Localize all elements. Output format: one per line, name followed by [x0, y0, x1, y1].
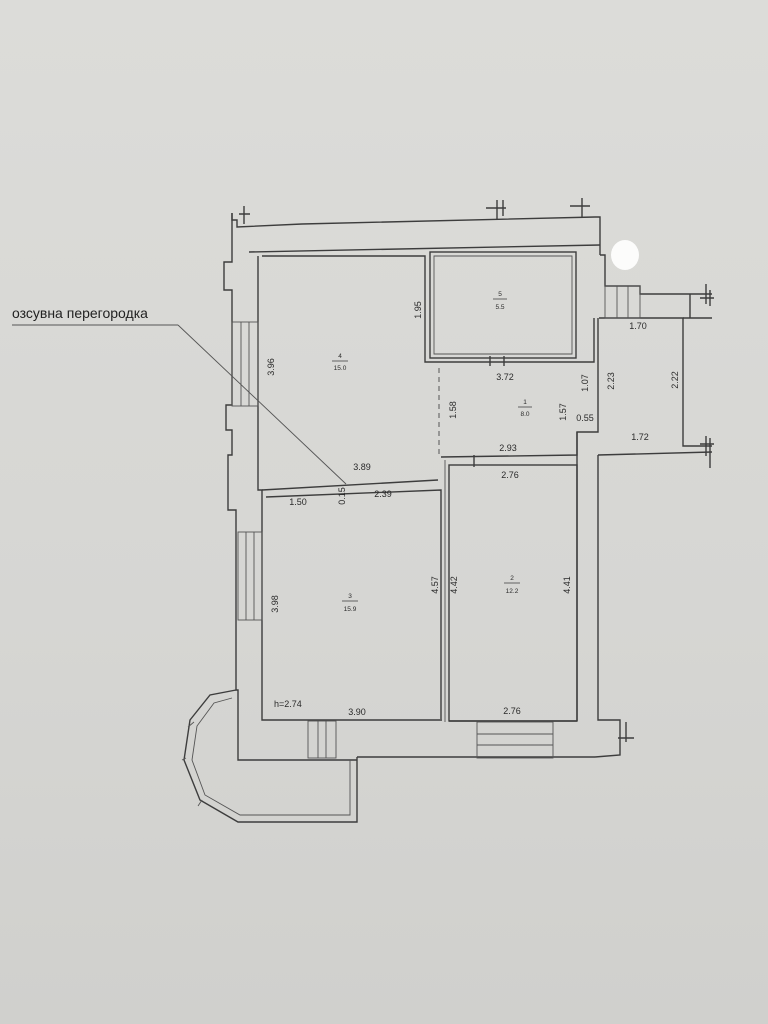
svg-text:1: 1	[523, 399, 527, 406]
room-2-outline	[448, 464, 578, 722]
left-wall-outer	[225, 320, 357, 761]
dim-2-39: 2.39	[374, 489, 392, 499]
dim-2-76-bottom: 2.76	[503, 706, 521, 716]
outer-walls	[223, 213, 713, 761]
dim-2-76-top: 2.76	[501, 470, 519, 480]
photo-glare	[611, 240, 639, 270]
windows	[231, 285, 641, 759]
dimension-labels: 1.95 3.96 3.72 1.58 1.57 1.07 2.23 2.22 …	[266, 301, 680, 717]
dim-1-70: 1.70	[629, 321, 647, 331]
dim-2-23: 2.23	[606, 372, 616, 390]
room-2-label: 2 12.2	[504, 575, 520, 595]
room-3-outline	[265, 489, 442, 719]
dim-1-58: 1.58	[448, 401, 458, 419]
dim-3-90: 3.90	[348, 707, 366, 717]
dim-3-96: 3.96	[266, 358, 276, 376]
window-right-top	[604, 285, 641, 319]
svg-text:12.2: 12.2	[506, 588, 519, 595]
svg-text:2: 2	[510, 575, 514, 582]
dim-4-57: 4.57	[430, 576, 440, 594]
dim-1-72: 1.72	[631, 432, 649, 442]
window-left-lower	[237, 531, 263, 621]
dim-1-50: 1.50	[289, 497, 307, 507]
dim-3-72: 3.72	[496, 372, 514, 382]
room-1-label: 1 8.0	[518, 399, 532, 418]
dim-4-41: 4.41	[562, 576, 572, 594]
top-left-notch	[223, 213, 233, 320]
top-wall	[231, 213, 601, 255]
svg-text:8.0: 8.0	[520, 411, 529, 418]
room-4-label: 4 15.0	[332, 353, 348, 372]
room-1-lower-wall	[440, 318, 599, 458]
svg-text:15.9: 15.9	[344, 606, 357, 613]
bay-window	[181, 689, 358, 823]
room-5-outline	[429, 251, 577, 359]
svg-text:4: 4	[338, 353, 342, 360]
far-right-stub	[683, 294, 712, 319]
window-bottom-left	[307, 720, 337, 759]
room-4-outline	[262, 255, 595, 363]
window-bottom-right	[476, 721, 554, 759]
room-outlines	[261, 251, 599, 722]
dim-3-89: 3.89	[353, 462, 371, 472]
top-wall-inner	[248, 244, 601, 253]
sliding-partition-line	[261, 479, 439, 491]
dim-0-55: 0.55	[576, 413, 594, 423]
svg-text:5.5: 5.5	[495, 304, 504, 311]
dim-1-57: 1.57	[558, 403, 568, 421]
room-5-label: 5 5.5	[493, 291, 507, 311]
dim-4-42: 4.42	[449, 576, 459, 594]
room-3-label: 3 15.9	[342, 593, 358, 613]
right-wall-mid	[599, 317, 712, 447]
callout-leader: озсувна перегородка	[12, 305, 347, 485]
dim-0-15: 0.15	[337, 487, 347, 505]
wall-ticks	[239, 198, 714, 742]
dim-3-98: 3.98	[270, 595, 280, 613]
dim-1-07: 1.07	[580, 374, 590, 392]
dim-1-95: 1.95	[413, 301, 423, 319]
ceiling-height: h=2.74	[274, 699, 302, 709]
right-wall-lower	[597, 451, 713, 456]
svg-text:3: 3	[348, 593, 352, 600]
svg-text:15.0: 15.0	[334, 365, 347, 372]
dim-2-93: 2.93	[499, 443, 517, 453]
svg-text:5: 5	[498, 291, 502, 298]
callout-label: озсувна перегородка	[12, 305, 148, 321]
dim-2-22: 2.22	[670, 371, 680, 389]
room-labels: 5 5.5 4 15.0 1 8.0 2 12.2 3 15.9	[332, 291, 532, 613]
window-left-upper	[231, 321, 259, 407]
right-wall-down	[594, 455, 621, 758]
